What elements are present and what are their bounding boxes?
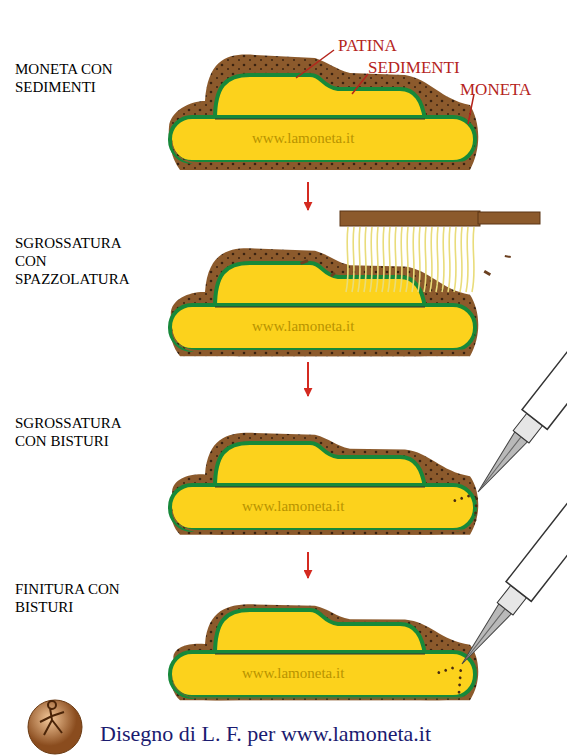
watermark: www.lamoneta.it	[242, 665, 344, 682]
bristle	[424, 227, 426, 292]
bristle	[364, 227, 366, 292]
scalpel-edge	[480, 437, 521, 489]
bristle	[376, 227, 378, 292]
bristle	[382, 227, 384, 292]
scalpel-blade	[472, 432, 528, 497]
stage-label: SGROSSATURA CON BISTURI	[15, 414, 150, 450]
coin-edge	[215, 487, 425, 488]
bristle	[430, 227, 432, 292]
debris	[444, 668, 448, 672]
debris	[473, 518, 477, 522]
bristle	[442, 227, 444, 292]
brush-handle	[478, 212, 540, 224]
bristle	[412, 227, 414, 292]
bristle	[370, 227, 372, 292]
debris	[330, 272, 336, 278]
watermark: www.lamoneta.it	[242, 498, 344, 515]
bristle	[454, 227, 456, 292]
bristle	[436, 227, 438, 292]
coin-body	[170, 652, 475, 697]
coin-icon-disc	[28, 700, 82, 754]
coin-edge	[215, 119, 425, 120]
bristle	[400, 227, 402, 292]
scalpel	[450, 323, 567, 522]
coin-icon	[28, 700, 82, 754]
flow-arrow	[307, 182, 309, 210]
debris	[300, 259, 309, 265]
coin-edge	[215, 307, 425, 308]
leader-line	[352, 74, 368, 94]
coin-relief	[215, 75, 425, 119]
debris	[458, 683, 462, 687]
stage-label: MONETA CON SEDIMENTI	[15, 60, 165, 96]
coin-edge	[215, 654, 425, 655]
flow-arrow	[307, 362, 309, 396]
debris	[475, 497, 479, 501]
bristle	[460, 227, 462, 292]
bristle	[418, 227, 420, 292]
coin-body	[170, 117, 475, 162]
sediment	[171, 604, 479, 700]
coin-relief	[215, 443, 425, 487]
watermark: www.lamoneta.it	[252, 130, 354, 147]
debris	[474, 504, 478, 508]
bristle	[358, 227, 360, 292]
part-label: MONETA	[460, 80, 531, 100]
brush-handle	[340, 211, 480, 226]
leader-line	[296, 50, 334, 78]
bristle	[448, 227, 450, 292]
process-stage: MONETA CON SEDIMENTI	[15, 55, 545, 180]
bristle	[346, 227, 348, 292]
process-stage: SGROSSATURA CON SPAZZOLATURA	[15, 212, 545, 360]
debris	[505, 255, 511, 258]
stage-label: SGROSSATURA CON SPAZZOLATURA	[15, 234, 150, 288]
process-stage: FINITURA CON BISTURI	[15, 580, 545, 708]
flow-arrow	[307, 552, 309, 578]
bristle	[466, 227, 468, 292]
bristle	[406, 227, 408, 292]
coin-relief	[215, 610, 425, 654]
scalpel-blade	[456, 604, 512, 669]
sediment	[170, 433, 478, 535]
coin-stage	[170, 604, 478, 700]
debris	[451, 666, 455, 670]
scalpel	[434, 495, 567, 694]
debris	[467, 494, 471, 498]
part-label: SEDIMENTI	[368, 58, 460, 78]
bristle	[352, 227, 354, 292]
debris	[458, 676, 462, 680]
brush	[300, 211, 540, 292]
coin-icon-figure	[40, 701, 64, 735]
coin-body	[170, 305, 475, 350]
debris	[474, 511, 478, 515]
part-label: PATINA	[338, 36, 397, 56]
debris	[437, 671, 441, 675]
debris	[484, 270, 492, 276]
sediment	[169, 55, 478, 170]
coin-body	[170, 485, 475, 530]
scalpel-handle	[522, 323, 567, 429]
debris	[453, 499, 457, 503]
bristle	[394, 227, 396, 292]
process-stage: SGROSSATURA CON BISTURI	[15, 398, 545, 550]
caption: Disegno di L. F. per www.lamoneta.it	[100, 721, 431, 747]
bristle	[472, 227, 474, 292]
coin-relief	[215, 263, 425, 307]
bristle	[388, 227, 390, 292]
scalpel-edge	[464, 609, 505, 661]
coin-stage	[170, 433, 478, 535]
watermark: www.lamoneta.it	[252, 318, 354, 335]
debris	[457, 690, 461, 694]
stage-label: FINITURA CON BISTURI	[15, 580, 133, 616]
debris	[460, 496, 464, 500]
coin-stage	[169, 55, 478, 170]
scalpel-handle	[506, 495, 567, 601]
debris	[459, 669, 463, 673]
